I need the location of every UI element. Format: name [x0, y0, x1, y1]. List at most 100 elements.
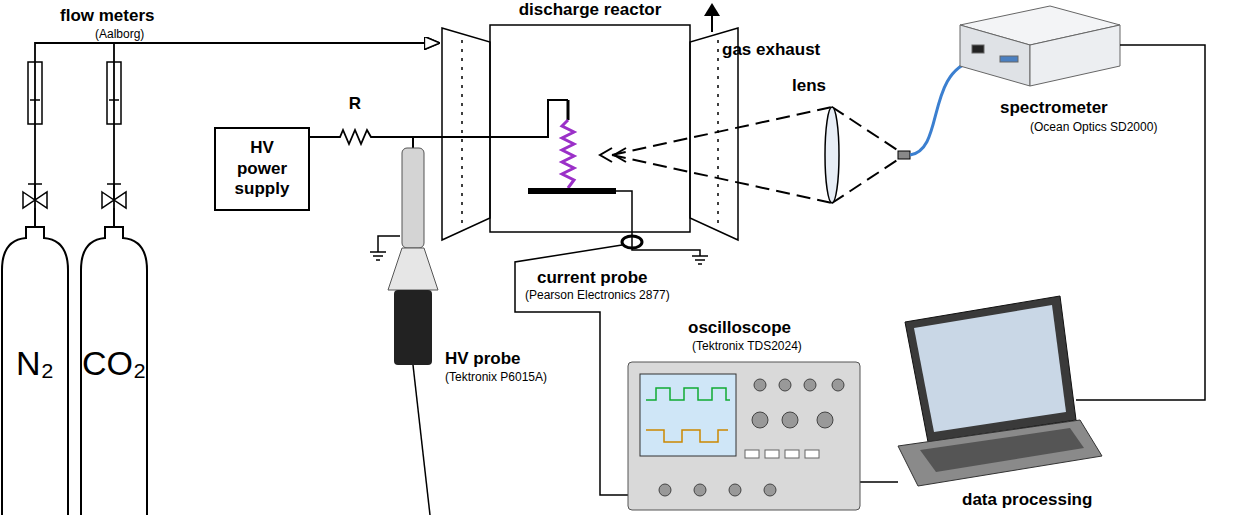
light-path: [832, 155, 905, 203]
part-name: gas exhaust: [722, 40, 820, 60]
electrode-wire: [567, 100, 570, 120]
oscilloscope: [628, 362, 860, 510]
oscilloscope: [659, 484, 671, 496]
light-path: [612, 155, 832, 203]
power-supply-box: HV power supply: [214, 127, 310, 211]
spectrometer-box: [1030, 25, 1120, 86]
oscilloscope: [640, 374, 736, 456]
optical-fiber: [898, 151, 910, 159]
oscilloscope: [646, 430, 728, 442]
spectrometer-box: [1000, 56, 1018, 62]
discharge: [562, 120, 574, 188]
ground-symbol: [695, 259, 705, 261]
model-name: (Pearson Electronics 2877): [525, 289, 670, 303]
reactor-outline: [461, 40, 463, 226]
oscilloscope: [745, 450, 759, 458]
oscilloscope: [817, 412, 833, 428]
gas-name: N₂: [0, 226, 70, 383]
oscilloscope: [628, 362, 860, 510]
laptop: [898, 296, 1102, 486]
oscilloscope: [804, 379, 816, 391]
reactor-outline: [717, 40, 719, 226]
exhaust-arrow: [704, 3, 720, 32]
data-cable: [860, 481, 898, 483]
exhaust-arrow: [704, 3, 720, 16]
part-name: flow meters: [60, 6, 154, 26]
gas-cylinder: CO₂: [79, 226, 149, 515]
hv-probe: [388, 137, 438, 515]
model-name: (Tektronix P6015A): [445, 371, 547, 385]
light-path: [612, 107, 832, 155]
electrode-wire: [440, 100, 568, 137]
resistor-label: R: [348, 94, 362, 114]
oscilloscope: [785, 450, 799, 458]
light-chevron: [600, 148, 626, 162]
plate-electrode: [616, 191, 700, 256]
reactor-outline: [442, 25, 738, 240]
oscilloscope: [694, 484, 706, 496]
flow-meter: [28, 62, 121, 124]
exhaust-arrow: [711, 14, 713, 32]
light-chevron: [614, 148, 626, 162]
ground-symbol: [376, 259, 380, 261]
laptop: [914, 305, 1066, 432]
oscilloscope: [782, 412, 798, 428]
oscilloscope: [805, 450, 819, 458]
reactor-chamber: discharge reactor: [440, 0, 740, 250]
model-name: (Ocean Optics SD2000): [1030, 121, 1157, 135]
part-name: lens: [792, 76, 826, 96]
laptop: [905, 296, 1076, 442]
oscilloscope: [729, 484, 741, 496]
oscilloscope: [764, 484, 776, 496]
reactor-outline: [490, 25, 690, 232]
oscilloscope: [659, 379, 844, 496]
oscilloscope: [832, 379, 844, 391]
reactor-outline: [442, 28, 490, 240]
light-path: [832, 107, 905, 155]
ground-symbol: [692, 255, 708, 257]
part-name: data processing: [962, 490, 1092, 510]
model-name: (Aalborg): [95, 28, 144, 42]
laptop: [898, 420, 1102, 486]
discharge: [562, 120, 574, 188]
part-name: HV probe: [445, 349, 521, 369]
light-chevron: [600, 148, 612, 162]
ground-symbol: [373, 255, 383, 257]
reactor-outline: [690, 28, 738, 240]
lens: [825, 107, 839, 203]
oscilloscope: [646, 388, 730, 400]
oscilloscope: [752, 412, 768, 428]
part-name: current probe: [537, 268, 648, 288]
spectrometer-box: [960, 25, 1030, 86]
oscilloscope: [765, 450, 779, 458]
gas-line: [35, 43, 440, 226]
optical-fiber: [898, 60, 975, 159]
gas-line: [114, 43, 440, 226]
electrode-wire: [440, 100, 568, 137]
plate-electrode: [528, 188, 616, 194]
laptop: [920, 428, 1084, 472]
ground-symbol: [698, 263, 702, 265]
hv-probe: [394, 290, 432, 365]
box-label: HV power supply: [230, 138, 294, 199]
ground-symbol: [378, 236, 400, 252]
gas-valve: [23, 184, 126, 228]
light-path: [612, 107, 905, 203]
model-name: (Tektronix TDS2024): [692, 340, 802, 354]
oscilloscope: [754, 379, 766, 391]
part-name: spectrometer: [1000, 98, 1108, 118]
hv-wire: [310, 130, 440, 144]
oscilloscope: [779, 379, 791, 391]
spectrometer-box: [960, 6, 1120, 86]
part-name: oscilloscope: [688, 318, 791, 338]
hv-probe: [388, 248, 438, 290]
gas-cylinder: N₂: [0, 226, 70, 515]
lens: [825, 107, 839, 203]
reactor-outline: [440, 0, 740, 250]
optical-fiber: [910, 60, 975, 155]
reactor-title: discharge reactor: [440, 0, 740, 20]
current-probe-ring: [622, 236, 642, 248]
